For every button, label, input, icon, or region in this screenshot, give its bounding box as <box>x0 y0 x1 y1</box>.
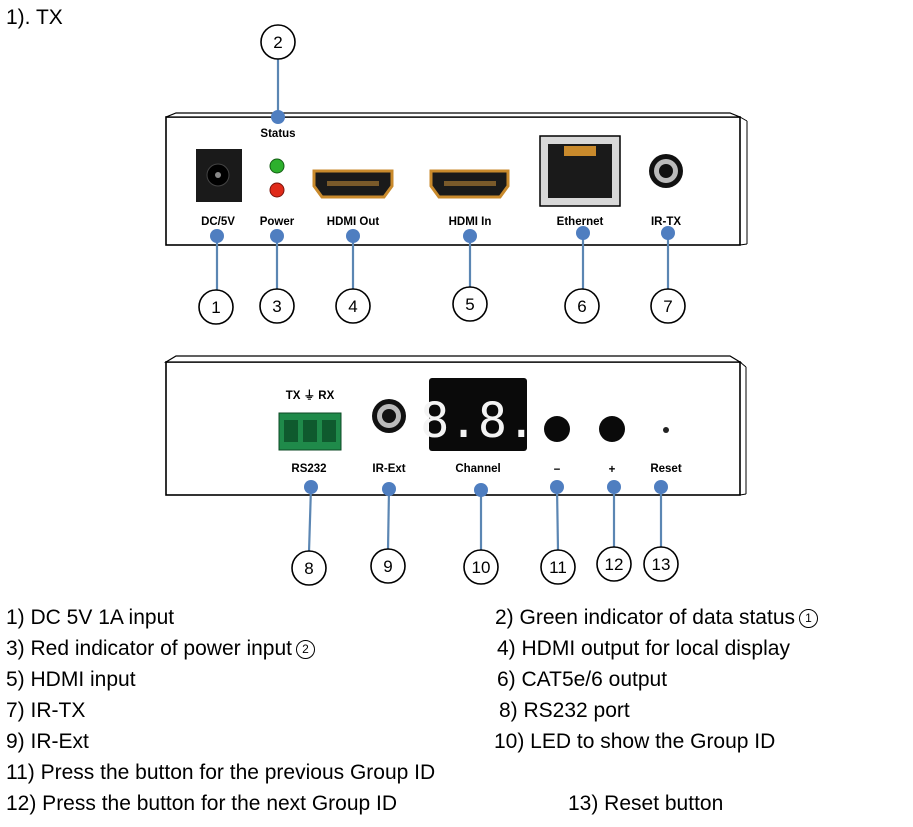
callout-9: 9 <box>383 557 392 576</box>
status-label: Status <box>260 128 295 140</box>
desc-7: 7) IR-TX <box>6 699 86 722</box>
minus-label: − <box>554 464 561 476</box>
hdmi-in-label: HDMI In <box>449 216 492 228</box>
callout-10: 10 <box>472 558 491 577</box>
desc-2-circle: 1 <box>799 609 818 628</box>
desc-3-text: 3) Red indicator of power input <box>6 637 292 660</box>
callout-1: 1 <box>211 298 220 317</box>
hdmi-in-port-icon <box>429 169 510 199</box>
desc-4: 4) HDMI output for local display <box>497 637 790 660</box>
callout-dots <box>210 110 675 497</box>
ir-tx-jack-icon <box>649 154 683 188</box>
channel-display-digits: 8.8. <box>420 393 536 449</box>
hdmi-out-port-icon <box>312 169 394 199</box>
callout-5: 5 <box>465 295 474 314</box>
rs232-terminal-icon <box>278 412 342 451</box>
power-label: Power <box>260 216 295 228</box>
ir-ext-label: IR-Ext <box>372 463 405 475</box>
desc-11: 11) Press the button for the previous Gr… <box>6 761 436 784</box>
dc-label: DC/5V <box>201 216 235 228</box>
desc-12: 12) Press the button for the next Group … <box>6 792 398 815</box>
plus-button[interactable] <box>599 416 625 442</box>
tx-panel-2: 8.8. TX ⏚ RX RS232 IR-Ext Channel − + Re… <box>163 355 747 496</box>
callout-8: 8 <box>304 559 313 578</box>
reset-label: Reset <box>650 463 681 475</box>
callout-6: 6 <box>577 297 586 316</box>
callout-12: 12 <box>605 555 624 574</box>
channel-display: 8.8. <box>420 378 536 451</box>
callout-2: 2 <box>273 33 282 52</box>
ethernet-label: Ethernet <box>557 216 604 228</box>
desc-6: 6) CAT5e/6 output <box>497 668 668 691</box>
callout-numbers: 2 1 3 4 5 6 7 8 9 10 11 12 13 <box>211 33 672 578</box>
callout-circles <box>198 24 686 586</box>
reset-button[interactable] <box>663 427 669 433</box>
page-title: 1). TX <box>6 6 63 29</box>
desc-5: 5) HDMI input <box>6 668 136 691</box>
desc-10: 10) LED to show the Group ID <box>494 730 776 753</box>
status-led <box>269 158 285 174</box>
plus-label: + <box>609 464 616 476</box>
hdmi-out-label: HDMI Out <box>327 216 380 228</box>
channel-label: Channel <box>455 463 500 475</box>
desc-2-text: 2) Green indicator of data status <box>495 606 795 629</box>
callout-3: 3 <box>272 297 281 316</box>
desc-13: 13) Reset button <box>568 792 724 815</box>
rs232-label: RS232 <box>291 463 326 475</box>
desc-8: 8) RS232 port <box>499 699 630 722</box>
desc-9: 9) IR-Ext <box>6 730 89 753</box>
ir-tx-label: IR-TX <box>651 216 681 228</box>
callout-4: 4 <box>348 297 357 316</box>
ir-ext-jack-icon <box>372 399 406 433</box>
callout-13: 13 <box>652 555 671 574</box>
power-led <box>269 182 285 198</box>
callouts <box>215 59 670 553</box>
tx-panel-1: Status DC/5V Power HDMI Out HDMI In Ethe… <box>165 112 748 246</box>
desc-3-circle: 2 <box>296 640 315 659</box>
minus-button[interactable] <box>544 416 570 442</box>
callout-7: 7 <box>663 297 672 316</box>
ethernet-port-icon <box>539 135 621 207</box>
desc-1: 1) DC 5V 1A input <box>6 606 175 629</box>
callout-11: 11 <box>549 558 567 577</box>
tx-rx-label: TX ⏚ RX <box>286 389 335 402</box>
dc-jack-icon <box>196 149 242 202</box>
